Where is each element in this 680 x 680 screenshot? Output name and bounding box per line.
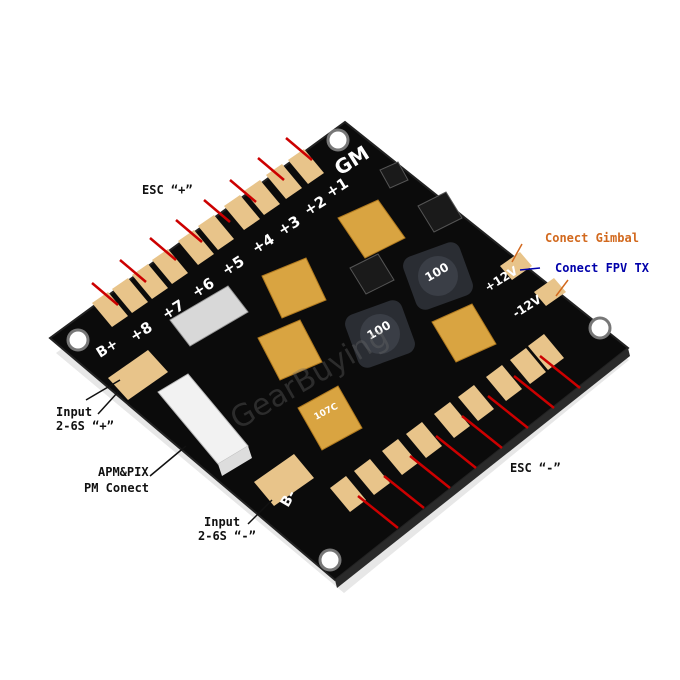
v12-negative-pad: [534, 278, 566, 306]
input-plus-callout-line1: Input: [56, 405, 92, 419]
esc-negative-pads: [330, 334, 564, 512]
apm-callout-line2: PM Conect: [84, 481, 149, 495]
shunt-resistor: [169, 285, 249, 347]
v12-positive-pad: [500, 252, 532, 280]
battery-positive-marker: [85, 379, 121, 401]
callout-leader-lines: [97, 243, 569, 525]
battery-positive-pad: [108, 350, 168, 400]
mounting-hole-top: [326, 128, 350, 152]
input-plus-callout-line2: 2-6S “+”: [56, 419, 114, 433]
mounting-hole-right: [588, 316, 612, 340]
gimbal-callout: Conect Gimbal: [545, 231, 639, 245]
pcb-edge: [335, 348, 630, 588]
mounting-hole-bottom: [318, 548, 342, 572]
battery-negative-pad: [254, 454, 314, 506]
fpv-tx-callout: Conect FPV TX: [555, 261, 650, 275]
ic-chips: [349, 161, 463, 295]
battery-negative-label: B-: [278, 488, 300, 510]
apm-connector: [157, 373, 252, 476]
esc-positive-marker-lines: [91, 137, 313, 306]
esc-plus-callout: ESC “+”: [142, 183, 193, 197]
inductors: [345, 242, 473, 368]
tantalum-capacitors: [257, 199, 497, 451]
input-minus-callout-line2: 2-6S “-”: [198, 529, 256, 543]
esc-minus-callout: ESC “-”: [510, 461, 561, 475]
esc-negative-marker-lines: [357, 355, 581, 529]
mounting-hole-left: [66, 328, 90, 352]
input-minus-callout-line1: Input: [204, 515, 240, 529]
apm-callout-line1: APM&PIX: [98, 465, 149, 479]
